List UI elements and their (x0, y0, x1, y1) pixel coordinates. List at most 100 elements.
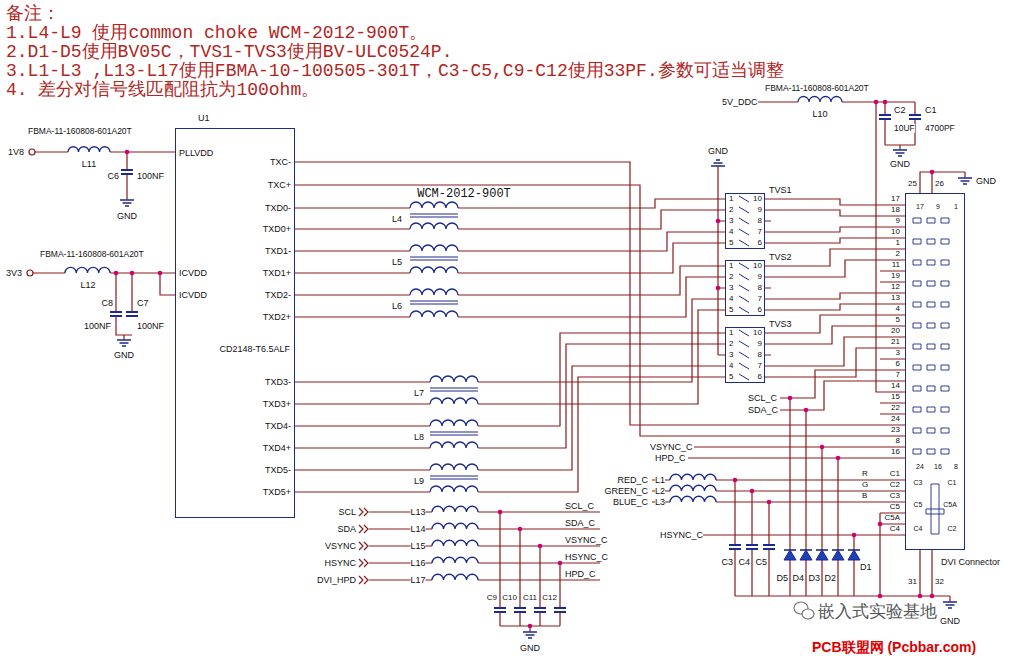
wire (35, 152, 175, 200)
part-label: FBMA-11-160808-601A20T (28, 127, 132, 136)
inductor-symbol (432, 523, 478, 529)
wire (33, 273, 175, 340)
pin-number: 2 (729, 340, 733, 348)
part-label: D2 (824, 574, 836, 583)
part-label: C5 (755, 558, 767, 567)
net-label: GND (890, 160, 910, 169)
junction-dot (930, 594, 935, 599)
net-label: BLUE_C (613, 498, 648, 507)
pin-name: TXC- (270, 158, 291, 167)
part-label: L6 (392, 302, 402, 311)
part-label: C10 (502, 594, 517, 602)
pin-number: 32 (935, 578, 944, 586)
diode-symbol (832, 550, 844, 560)
connector-wire (765, 249, 905, 266)
tvs-internal (739, 196, 749, 246)
part-label: L8 (414, 433, 424, 442)
part-label: C8 (101, 299, 113, 308)
part-label: TVS3 (769, 320, 792, 329)
pin-number: 19 (891, 272, 900, 280)
part-label: FBMA-11-160808-601A20T (765, 84, 869, 93)
pin-name: TXD1+ (263, 269, 291, 278)
net-label: SDA_C (565, 519, 595, 528)
part-label: L10 (812, 110, 827, 119)
inductor-symbol (670, 474, 716, 480)
connector-wire (295, 266, 725, 295)
part-label: DVI Connector (941, 558, 1000, 567)
net-label: HSYNC_C (565, 553, 608, 562)
pin-number: 14 (891, 382, 900, 390)
pin-number: 23 (891, 426, 900, 434)
pin-name: TXD5+ (263, 488, 291, 497)
junction-dot (716, 219, 721, 224)
wire-gap (410, 295, 458, 317)
net-label: HSYNC_C (660, 531, 703, 540)
part-label: L13 (410, 508, 425, 517)
pin-number: 1 (729, 262, 733, 270)
pin-number: 10 (753, 329, 762, 337)
wire (652, 480, 905, 596)
common-choke-symbol (410, 245, 458, 273)
port-symbol (359, 559, 368, 567)
net-label: SCL_C (748, 394, 777, 403)
pin-number: 26 (935, 180, 944, 188)
note-text: 备注： (6, 5, 60, 23)
pin-number: 21 (891, 338, 900, 346)
pin-number: 7 (758, 295, 762, 303)
wire (369, 511, 600, 512)
part-label: C11 (523, 594, 537, 602)
pin-number: 7 (758, 362, 762, 370)
pin-number: 3 (729, 284, 733, 292)
net-label: SCL_C (565, 502, 594, 511)
choke-core (430, 388, 478, 391)
pin-name: TXD4- (265, 422, 291, 431)
part-label: D4 (792, 574, 804, 583)
terminal (27, 270, 33, 276)
part-label: TVS1 (769, 186, 792, 195)
pin-number: 31 (908, 578, 917, 586)
diode-symbol (848, 549, 860, 551)
pin-number: 7 (758, 228, 762, 236)
pin-number: C2 (948, 525, 957, 532)
part-label: 10UF (894, 124, 915, 133)
junction-dot (767, 500, 772, 505)
part-label: L7 (414, 389, 424, 398)
net-label: HPD_C (655, 454, 686, 463)
junction-dot (820, 445, 825, 450)
pin-number: 1 (896, 239, 900, 247)
common-choke-symbol (430, 376, 478, 404)
pin-number: 18 (891, 206, 900, 214)
part-label: 100NF (84, 322, 111, 331)
part-label: L4 (392, 215, 402, 224)
connector-wire (765, 337, 905, 366)
dvi-connector: DVI Connector (905, 193, 965, 550)
pin-number: 20 (891, 327, 900, 335)
pin-name: TXD4+ (263, 444, 291, 453)
wire (880, 271, 905, 414)
pin-name: TXD2+ (263, 313, 291, 322)
connector-wire (295, 333, 725, 426)
pin-number: C5 (914, 501, 923, 508)
symbol-layer (27, 97, 972, 639)
pin-number: 3 (729, 351, 733, 359)
diode-symbol (800, 549, 812, 551)
wire (758, 102, 915, 392)
pin-name: ICVDD (179, 291, 207, 300)
part-label: L1 (655, 476, 665, 485)
net-label: DVI_HPD (317, 576, 356, 585)
connector-wire (765, 348, 905, 377)
wire (735, 550, 950, 602)
part-label: C7 (137, 299, 149, 308)
wire (920, 172, 965, 193)
wire (369, 579, 600, 580)
pin-number: 5 (729, 373, 733, 381)
net-label: SCL (338, 508, 356, 517)
part-label: TVS2 (769, 253, 792, 262)
pin-number: 5 (729, 239, 733, 247)
pin-number: 2 (729, 273, 733, 281)
pin-number: 16 (891, 448, 900, 456)
connector-wire (765, 260, 905, 277)
net-label: R (862, 470, 868, 478)
net-label: GND (940, 617, 960, 626)
net-label: 5V_DDC (722, 98, 758, 107)
